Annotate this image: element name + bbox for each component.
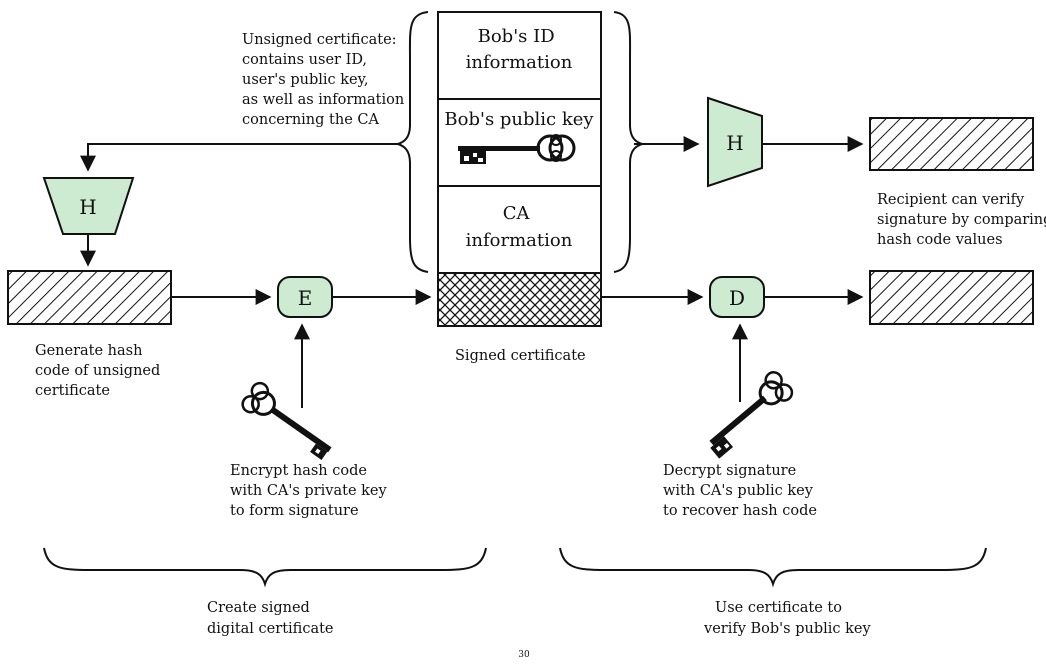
bob-id-box [437,11,602,100]
key-icon [241,381,332,460]
decrypt-label: D [729,286,745,310]
bob-public-key-label: Bob's public key [444,109,594,130]
left-cert-brace [394,11,429,273]
encrypt-label: E [298,286,313,310]
hash-right-label: H [726,131,743,155]
hash-left-label: H [79,195,96,219]
key-icon [458,134,576,164]
use-group-brace [559,547,987,588]
create-group-label: Create signed digital certificate [207,600,334,637]
signed-cert-label: Signed certificate [455,348,586,364]
key-icon [709,371,794,459]
unsigned-cert-label: Unsigned certificate: contains user ID, … [242,32,409,128]
page-number: 30 [518,650,530,659]
encrypt-desc: Encrypt hash code with CA's private key … [230,463,391,519]
bob-id-label: Bob's ID information [466,26,573,73]
ca-info-label: CA information [466,203,573,251]
decrypt-desc: Decrypt signature with CA's public key t… [663,463,818,519]
hash-block-top-right [869,117,1034,171]
right-cert-brace [613,11,646,273]
hash-right-node [707,96,763,188]
create-group-brace [43,547,487,588]
hash-block-bottom-right [869,270,1034,325]
use-group-label: Use certificate to verify Bob's public k… [703,600,871,637]
gen-hash-label: Generate hash code of unsigned certifica… [35,343,165,399]
hash-block-left [7,270,172,325]
unsigned-to-hash-arrow [80,143,400,172]
recipient-label: Recipient can verify signature by compar… [877,192,1046,248]
hash-left-node [42,177,135,235]
signature-block [437,272,602,327]
